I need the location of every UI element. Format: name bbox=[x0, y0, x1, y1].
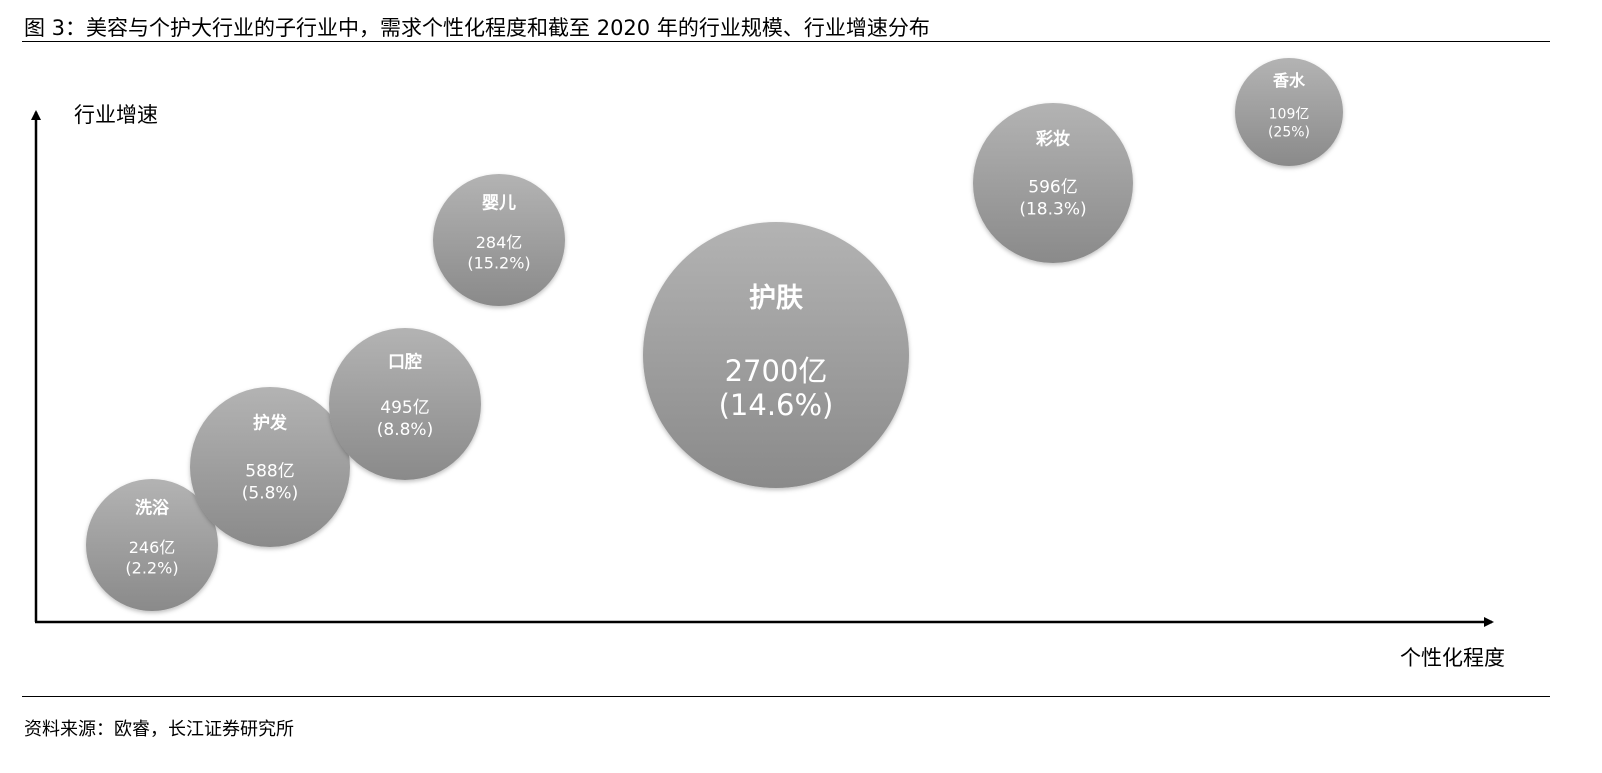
bubble-name: 护肤 bbox=[749, 283, 804, 314]
bubble-name: 护发 bbox=[253, 413, 288, 434]
bubble-growth-label: (8.8%) bbox=[377, 420, 433, 440]
y-axis-label: 行业增速 bbox=[74, 103, 158, 127]
bubble-size-label: 2700亿 bbox=[725, 354, 828, 388]
source-note: 资料来源：欧睿，长江证券研究所 bbox=[24, 719, 294, 740]
bubble-size-label: 596亿 bbox=[1028, 178, 1077, 198]
bubble-2: 护发 588亿(5.8%) bbox=[190, 387, 350, 547]
source-divider bbox=[22, 696, 1550, 697]
bubble-growth-label: (14.6%) bbox=[719, 388, 834, 422]
bubble-size-label: 109亿 bbox=[1269, 106, 1310, 122]
bubble-growth-label: (15.2%) bbox=[467, 254, 530, 273]
bubble-circle bbox=[329, 328, 481, 480]
bubble-growth-label: (2.2%) bbox=[125, 559, 178, 578]
bubble-name: 婴儿 bbox=[482, 193, 516, 213]
bubble-name: 洗浴 bbox=[135, 497, 170, 518]
bubble-5: 护肤 2700亿(14.6%) bbox=[643, 222, 909, 488]
bubble-circle bbox=[433, 174, 565, 306]
bubble-circle bbox=[643, 222, 909, 488]
bubble-circle bbox=[86, 479, 218, 611]
bubble-1: 洗浴 246亿 (2.2%) bbox=[86, 479, 218, 611]
bubble-name: 彩妆 bbox=[1035, 129, 1070, 150]
bubble-7: 香水 109亿 (25%) bbox=[1235, 58, 1343, 166]
title-divider bbox=[22, 41, 1550, 42]
bubble-name: 香水 bbox=[1272, 71, 1306, 90]
figure-title: 图 3：美容与个护大行业的子行业中，需求个性化程度和截至 2020 年的行业规模… bbox=[24, 16, 930, 40]
bubble-size-label: 495亿 bbox=[380, 398, 429, 418]
bubble-6: 彩妆 596亿(18.3%) bbox=[973, 103, 1133, 263]
bubble-growth-label: (25%) bbox=[1268, 125, 1310, 141]
bubble-3: 口腔 495亿(8.8%) bbox=[329, 328, 481, 480]
bubble-size-label: 588亿 bbox=[245, 462, 294, 482]
x-axis-label: 个性化程度 bbox=[1400, 646, 1505, 670]
bubble-growth-label: (5.8%) bbox=[242, 484, 298, 504]
bubble-size-label: 284亿 bbox=[476, 233, 523, 252]
bubble-circle bbox=[973, 103, 1133, 263]
bubble-4: 婴儿 284亿 (15.2%) bbox=[433, 174, 565, 306]
bubble-growth-label: (18.3%) bbox=[1019, 200, 1086, 220]
bubble-size-label: 246亿 bbox=[129, 538, 176, 557]
bubble-circle bbox=[1235, 58, 1343, 166]
bubble-name: 口腔 bbox=[388, 352, 422, 373]
bubble-circle bbox=[190, 387, 350, 547]
